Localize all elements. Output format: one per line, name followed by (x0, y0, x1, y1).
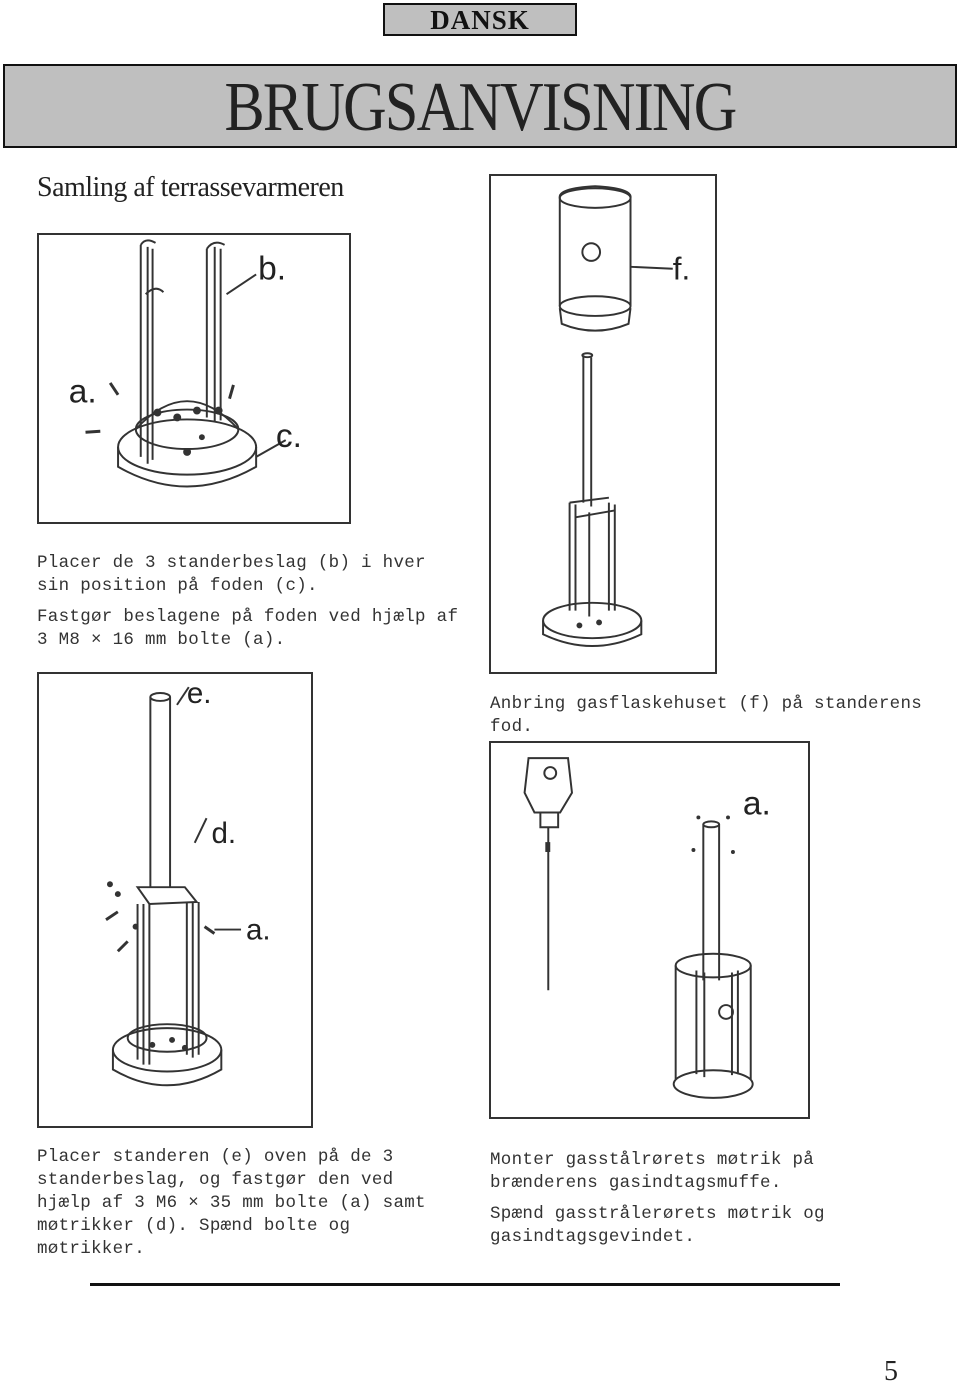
gas-connection-illustration: a. (523, 757, 771, 1099)
footer-rule (90, 1283, 840, 1286)
caption-step1-line1: Placer de 3 standerbeslag (b) i hver sin… (37, 553, 426, 596)
caption-step4-line2: Spænd gasstrålerørets møtrik og gasindta… (490, 1204, 825, 1247)
language-tab: DANSK (383, 3, 577, 36)
stand-mount-illustration: e. d. a. (105, 677, 271, 1087)
figure-gas-housing: f. (489, 174, 717, 674)
figure-stand-mount: e. d. a. (37, 672, 313, 1128)
label-f: f. (673, 252, 690, 287)
page-title: BRUGSANVISNING (224, 69, 737, 146)
base-brackets-illustration: b. a. c. (69, 239, 302, 488)
figure-base-brackets: b. a. c. (37, 233, 351, 524)
label-a: a. (246, 913, 271, 946)
title-bar (3, 64, 957, 148)
page-number: 5 (884, 1356, 898, 1387)
section-title: Samling af terrassevarmeren (37, 172, 344, 203)
caption-step3: Placer standeren (e) oven på de 3 stande… (37, 1147, 426, 1259)
label-b: b. (258, 250, 286, 287)
label-a: a. (743, 785, 771, 822)
label-a: a. (69, 374, 97, 411)
figure-gas-connection: a. (489, 741, 810, 1119)
label-d: d. (211, 817, 236, 850)
label-c: c. (276, 418, 302, 455)
gas-housing-illustration: f. (542, 185, 690, 647)
caption-step2: Anbring gasflaskehuset (f) på standerens… (490, 694, 923, 737)
label-e: e. (187, 677, 212, 710)
caption-step4-line1: Monter gasstålrørets møtrik på brænderen… (490, 1150, 815, 1193)
caption-step1-line2: Fastgør beslagene på foden ved hjælp af … (37, 607, 459, 650)
